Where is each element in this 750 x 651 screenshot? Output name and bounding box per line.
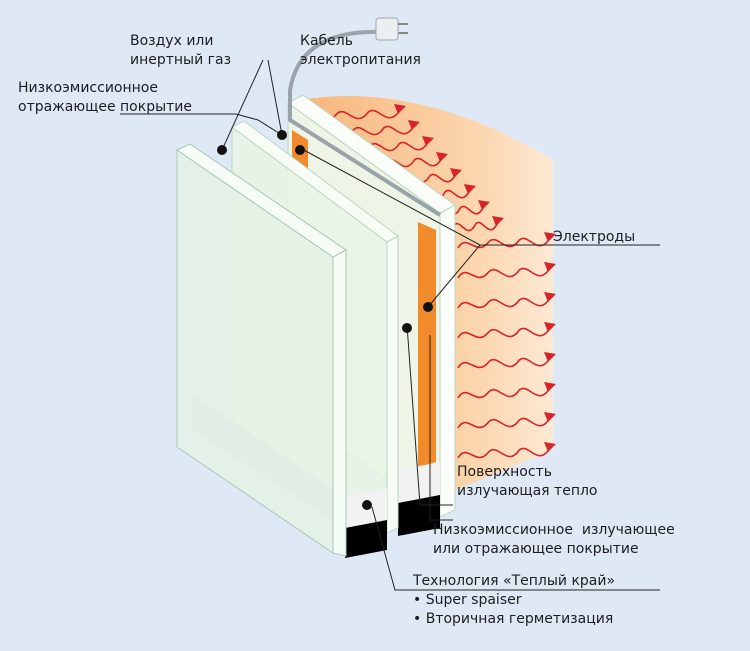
arrow-head [544, 412, 556, 422]
arrow-head [544, 352, 556, 362]
heat-arrow [457, 297, 551, 309]
arrow-head [408, 120, 420, 130]
heat-arrow [457, 327, 551, 339]
label-cable: Кабель электропитания [300, 33, 421, 68]
marker-dots [217, 130, 433, 510]
arrow-head [436, 152, 448, 162]
arrow-head [544, 262, 556, 272]
label-lowe-bottom: Низкоэмиссионное излучающее или отражающ… [433, 522, 675, 557]
arrow-head [394, 104, 406, 114]
arrow-head [492, 216, 504, 226]
leader-lines [120, 59, 660, 591]
label-gas: Воздух или инертный газ [130, 33, 232, 68]
heat-arrow [457, 387, 551, 399]
arrow-head [544, 322, 556, 332]
front-glass-pane [175, 143, 347, 557]
arrow-head [422, 136, 434, 146]
arrow-head [450, 168, 462, 178]
label-warm-edge: Технология «Теплый край» • Super spaiser… [413, 573, 616, 627]
power-cable [288, 29, 442, 217]
heat-arrow [457, 447, 551, 459]
label-surface: Поверхность излучающая тепло [457, 464, 598, 499]
arrow-head [544, 232, 556, 242]
arrow-head [544, 442, 556, 452]
label-electrodes: Электроды [553, 229, 636, 245]
arrow-head [464, 184, 476, 194]
heat-arrow [457, 237, 551, 249]
large-electrode [418, 222, 436, 468]
arrow-head [478, 200, 490, 210]
arrow-head [544, 382, 556, 392]
label-lowe-top: Низкоэмиссионное отражающее покрытие [18, 80, 193, 115]
heat-arrow [457, 417, 551, 429]
heat-arrow [457, 267, 551, 279]
arrow-head [544, 292, 556, 302]
plug [375, 17, 399, 41]
heat-arrow [457, 357, 551, 369]
